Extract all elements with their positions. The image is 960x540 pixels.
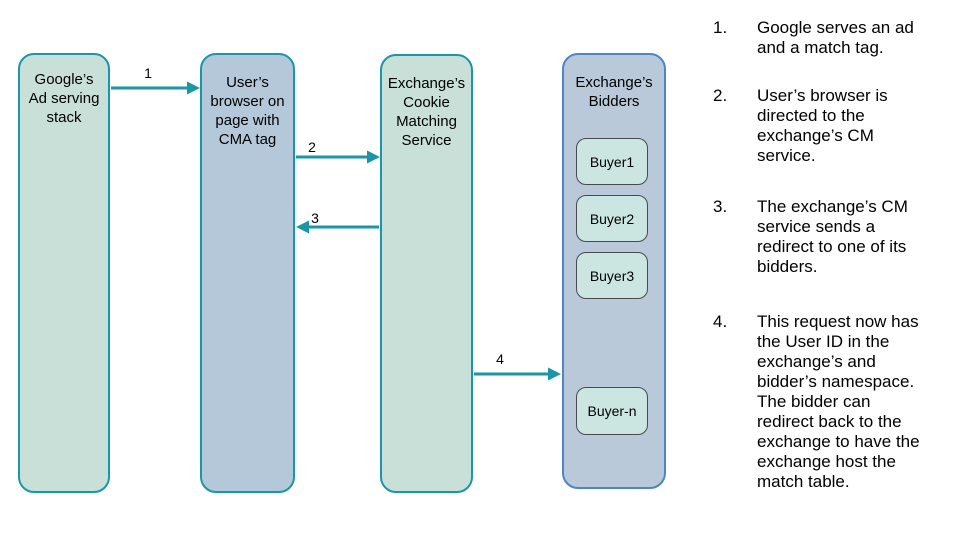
arrow-label-1: 1 (144, 65, 152, 81)
buyer-node-3: Buyer3 (576, 252, 648, 299)
step-number-4: 4. (713, 312, 728, 331)
node-exchange-bidders: Exchange’s Bidders Buyer1 Buyer2 Buyer3 … (562, 53, 666, 489)
node-google-ad-stack-label: Google’s Ad serving stack (28, 71, 100, 126)
step-text-4: This request now has the User ID in the … (757, 312, 920, 491)
buyer-node-3-label: Buyer3 (589, 267, 635, 284)
node-cm-service: Exchange’s Cookie Matching Service (380, 54, 473, 493)
buyer-node-2-label: Buyer2 (589, 210, 635, 227)
node-user-browser-label: User’s browser on page with CMA tag (210, 74, 285, 148)
arrow-label-2: 2 (308, 139, 316, 155)
step-number-1: 1. (713, 18, 728, 37)
step-item-3: 3. The exchange’s CM service sends a red… (713, 197, 938, 277)
step-text-3: The exchange’s CM service sends a redire… (757, 197, 908, 276)
step-number-2: 2. (713, 86, 728, 105)
step-text-2: User’s browser is directed to the exchan… (757, 86, 888, 165)
step-item-2: 2. User’s browser is directed to the exc… (713, 86, 938, 166)
buyer-node-1: Buyer1 (576, 138, 648, 185)
node-cm-service-label: Exchange’s Cookie Matching Service (387, 75, 466, 149)
arrow-label-3: 3 (311, 210, 319, 226)
node-google-ad-stack: Google’s Ad serving stack (18, 53, 110, 493)
step-item-4: 4. This request now has the User ID in t… (713, 312, 938, 492)
arrow-label-4: 4 (496, 351, 504, 367)
step-number-3: 3. (713, 197, 728, 216)
buyer-node-1-label: Buyer1 (589, 153, 635, 170)
node-exchange-bidders-label: Exchange’s Bidders (575, 74, 653, 110)
arrow-1 (111, 81, 200, 95)
buyer-node-n: Buyer-n (576, 387, 648, 435)
step-item-1: 1. Google serves an ad and a match tag. (713, 18, 938, 58)
buyer-node-n-label: Buyer-n (587, 403, 637, 419)
step-text-1: Google serves an ad and a match tag. (757, 18, 914, 57)
buyer-node-2: Buyer2 (576, 195, 648, 242)
node-user-browser: User’s browser on page with CMA tag (200, 53, 295, 493)
arrow-4 (474, 367, 561, 381)
